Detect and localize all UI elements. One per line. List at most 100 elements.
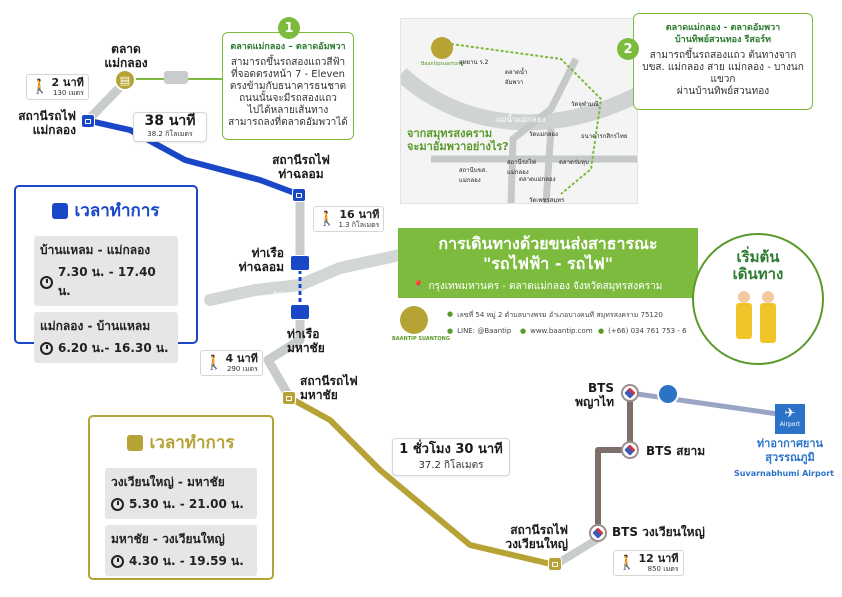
- location-pin-icon: 📍: [412, 281, 425, 292]
- walk-path-3: [263, 310, 305, 403]
- clock-icon: [40, 342, 53, 355]
- info-line: ตรงข้ามกับธนาคารธนชาต: [229, 81, 347, 92]
- contact-phone: ● (+66) 034 761 753 - 6: [598, 327, 687, 335]
- banner-subtitle: 📍 กรุงเทพมหานคร - ตลาดแม่กลอง จังหวัดสมุ…: [412, 279, 702, 294]
- info-line: ผ่านบ้านทิพย์สวนทอง: [676, 86, 770, 97]
- traveler-illustration: [734, 291, 784, 361]
- tha-chalom-station-label: สถานีรถไฟ ท่าฉลอม: [272, 153, 330, 181]
- info-line: ไปได้หลายเส้นทาง: [247, 105, 329, 116]
- ride-time: 38 นาที: [144, 113, 196, 129]
- walking-person-icon: 🚶: [318, 211, 336, 227]
- walk-distance: 290 เมตร: [226, 365, 258, 373]
- map-place-label: สถานีรถไฟ แม่กลอง: [507, 159, 536, 176]
- start-label: เริ่มต้น เดินทาง: [732, 248, 784, 283]
- map-place-label: วัดจุฬามณี: [571, 101, 599, 108]
- walk-info-2: 🚶 16 นาที1.3 กิโลเมตร: [313, 206, 385, 232]
- web-link[interactable]: www.baantip.com: [530, 327, 593, 335]
- info-title: ตลาดแม่กลอง – ตลาดอัมพวา: [230, 42, 346, 52]
- walk-time: 4 นาที: [225, 352, 258, 365]
- schedule-time: 6.20 น.- 16.30 น.: [58, 341, 169, 355]
- boat-icon: [290, 255, 310, 271]
- wongwian-yai-station-icon: [548, 557, 562, 571]
- clock-icon: [40, 275, 53, 289]
- schedule-title: เวลาทำการ: [74, 201, 160, 221]
- walk-info-3: 🚶 4 นาที290 เมตร: [200, 350, 263, 376]
- info-line: ที่จอดตรงหน้า 7 - Eleven: [231, 69, 345, 80]
- line-text[interactable]: LINE: @Baantip: [457, 327, 512, 335]
- tha-chalom-station-icon: [292, 188, 306, 202]
- info-box-2: ตลาดแม่กลอง - ตลาดอัมพวา บ้านทิพย์สวนทอง…: [633, 13, 813, 110]
- walking-person-icon: 🚶: [31, 79, 49, 95]
- bts-phaya-thai-label: BTS พญาไท: [575, 381, 614, 409]
- bts-siam-label: BTS สยาม: [646, 444, 706, 458]
- map-place-label: อุทยาน ร.2: [459, 59, 489, 66]
- map-place-label: ตลาดร่มหุบ: [559, 159, 589, 166]
- phone-text[interactable]: (+66) 034 761 753 - 6: [608, 327, 687, 335]
- airplane-icon: ✈: [784, 406, 796, 421]
- wongwian-yai-station-label: สถานีรถไฟ วงเวียนใหญ่: [505, 523, 568, 551]
- walk-distance: 130 เมตร: [52, 89, 84, 97]
- schedule-route: แม่กลอง - บ้านแหลม: [40, 319, 151, 333]
- map-river-label: แม่น้ำแม่กลอง: [496, 115, 546, 124]
- walk-distance: 850 เมตร: [647, 565, 679, 573]
- mahachai-line: [287, 395, 558, 568]
- schedule-row: มหาชัย - วงเวียนใหญ่ 4.30 น. - 19.59 น.: [105, 525, 257, 576]
- walk-time: 2 นาที: [51, 76, 84, 89]
- ride-time: 1 ชั่วโมง 30 นาที: [399, 442, 503, 457]
- globe-icon: ●: [520, 327, 527, 335]
- walk-time: 12 นาที: [638, 552, 679, 565]
- schedule-row: วงเวียนใหญ่ - มหาชัย 5.30 น. - 21.00 น.: [105, 468, 257, 519]
- bts-line: [595, 393, 633, 533]
- maeklong-line: [87, 118, 303, 198]
- step-badge-1: 1: [278, 17, 300, 39]
- airport-label-en: Suvarnabhumi Airport: [734, 469, 834, 478]
- tha-chalom-pier-label: ท่าเรือ ท่าฉลอม: [238, 246, 284, 274]
- resort-logo: [431, 37, 453, 59]
- map-place-label: ธนาคารกสิกรไทย: [581, 133, 628, 140]
- walk-info-1: 🚶 2 นาที130 เมตร: [26, 74, 89, 100]
- maeklong-ride-card: 38 นาที 38.2 กิโลเมตร: [133, 112, 207, 142]
- banner-subtitle-text: กรุงเทพมหานคร - ตลาดแม่กลอง จังหวัดสมุทร…: [428, 281, 663, 292]
- train-icon: [127, 434, 144, 451]
- airport-icon-text: Airport: [779, 421, 801, 428]
- maeklong-market-label: ตลาด แม่กลอง: [104, 42, 148, 70]
- map-place-label: ตลาดน้ำ อัมพวา: [505, 69, 528, 86]
- clock-icon: [111, 555, 124, 568]
- step-badge-2: 2: [617, 38, 639, 60]
- boat-icon: [290, 304, 310, 320]
- maeklong-station-label: สถานีรถไฟ แม่กลอง: [18, 109, 76, 137]
- chat-icon: ●: [447, 327, 454, 335]
- contact-address: ● เลขที่ 54 หมู่ 2 ตำบลบางพรม อำเภอบางคน…: [447, 310, 663, 321]
- schedule-row: แม่กลอง - บ้านแหลม 6.20 น.- 16.30 น.: [34, 312, 178, 363]
- airport-link: [629, 390, 786, 418]
- bts-phaya-thai-icon: [621, 384, 639, 402]
- maeklong-station-icon: [81, 114, 95, 128]
- map-place-label: ตลาดแม่กลอง: [519, 176, 556, 183]
- map-place-label: วัดเพชรสมุทร: [529, 197, 565, 204]
- location-icon: ●: [447, 310, 454, 318]
- mahachai-station-label: สถานีรถไฟ มหาชัย: [300, 374, 358, 402]
- map-question: จากสมุทรสงคราม จะมาอัมพวาอย่างไร?: [407, 127, 509, 153]
- schedule-time: 4.30 น. - 19.59 น.: [129, 554, 244, 568]
- phone-icon: ●: [598, 327, 605, 335]
- info-title: ตลาดแม่กลอง - ตลาดอัมพวา บ้านทิพย์สวนทอง…: [665, 23, 781, 45]
- schedule-route: บ้านแหลม - แม่กลอง: [40, 243, 151, 257]
- banner-title-line1: การเดินทางด้วยขนส่งสาธารณะ: [438, 234, 658, 253]
- schedule-route: มหาชัย - วงเวียนใหญ่: [111, 532, 225, 546]
- walk-time: 16 นาที: [339, 208, 380, 221]
- mahachai-station-icon: [282, 391, 296, 405]
- maeklong-schedule-box: เวลาทำการ บ้านแหลม - แม่กลอง 7.30 น. - 1…: [14, 185, 198, 363]
- map-place-label: วัดแม่กลอง: [529, 131, 558, 138]
- bts-wongwian-yai-icon: [589, 524, 607, 542]
- mahachai-ride-card: 1 ชั่วโมง 30 นาที 37.2 กิโลเมตร: [392, 438, 510, 476]
- contact-line: ● LINE: @Baantip: [447, 327, 511, 335]
- schedule-row: บ้านแหลม - แม่กลอง 7.30 น. - 17.40 น.: [34, 236, 178, 306]
- info-line: สามารถลงที่ตลาดอัมพวาได้: [228, 117, 348, 128]
- map-place-label: สถานีบขส. แม่กลอง: [459, 167, 488, 184]
- schedule-time: 5.30 น. - 21.00 น.: [129, 497, 244, 511]
- schedule-time: 7.30 น. - 17.40 น.: [57, 265, 156, 298]
- schedule-header: เวลาทำการ: [16, 197, 196, 224]
- info-line: ถนนนั้นจะมีรถสองแถว: [239, 93, 337, 104]
- start-bubble: เริ่มต้น เดินทาง: [692, 233, 824, 365]
